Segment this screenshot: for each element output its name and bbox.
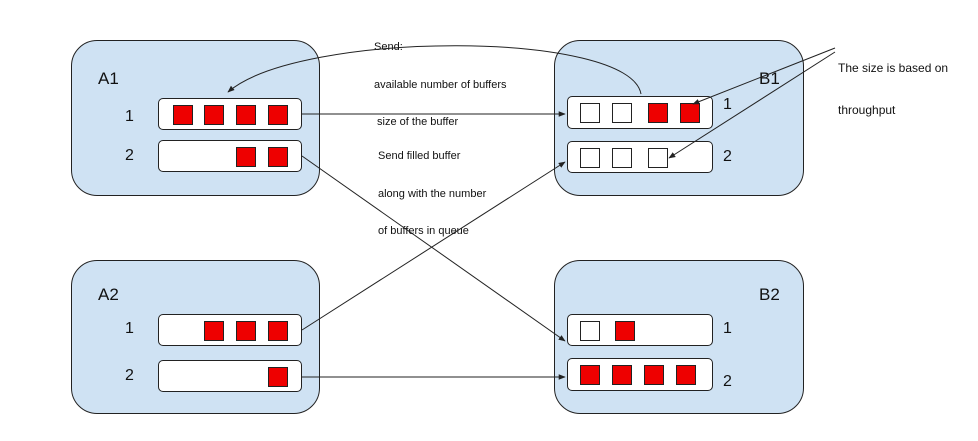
b2-queue-2 (567, 358, 713, 391)
filled-buffer (236, 105, 256, 125)
a2-queue-2-label: 2 (125, 367, 134, 384)
send-capacity-line-3: size of the buffer (374, 116, 459, 128)
b1-queue-1-label: 1 (723, 96, 732, 113)
b2-queue-1 (567, 314, 713, 346)
b2-queue-2-label: 2 (723, 373, 732, 390)
empty-buffer (648, 148, 668, 168)
filled-buffer (648, 103, 668, 123)
send-capacity-line-1: Send: (374, 41, 403, 53)
filled-buffer (676, 365, 696, 385)
a1-queue-1-label: 1 (125, 108, 134, 125)
send-capacity-line-2: available number of buffers (374, 78, 507, 91)
filled-buffer (268, 367, 288, 387)
empty-buffer (580, 148, 600, 168)
a1-queue-2-label: 2 (125, 147, 134, 164)
empty-buffer (612, 148, 632, 168)
size-note-line-1: The size is based on (838, 61, 949, 75)
filled-buffer (236, 147, 256, 167)
b1-queue-2-label: 2 (723, 148, 732, 165)
send-filled-line-2: along with the number (378, 187, 487, 200)
filled-buffer (612, 365, 632, 385)
filled-buffer (644, 365, 664, 385)
filled-buffer (268, 321, 288, 341)
node-a2-title: A2 (98, 285, 119, 304)
b1-queue-2 (567, 141, 713, 173)
send-filled-note: Send filled buffer along with the number… (378, 125, 486, 263)
filled-buffer (236, 321, 256, 341)
a2-queue-2 (158, 360, 302, 392)
node-a1-title: A1 (98, 69, 119, 88)
empty-buffer (612, 103, 632, 123)
a2-queue-1 (158, 314, 302, 346)
node-b2-title: B2 (759, 285, 780, 304)
empty-buffer (580, 321, 600, 341)
send-filled-line-1: Send filled buffer (378, 150, 461, 162)
filled-buffer (268, 105, 288, 125)
filled-buffer (615, 321, 635, 341)
size-note: The size is based on throughput (838, 33, 948, 145)
node-b1-title: B1 (759, 69, 780, 88)
filled-buffer (204, 105, 224, 125)
size-note-line-2: throughput (838, 103, 896, 117)
filled-buffer (204, 321, 224, 341)
filled-buffer (173, 105, 193, 125)
b2-queue-1-label: 1 (723, 320, 732, 337)
a1-queue-1 (158, 98, 302, 130)
filled-buffer (580, 365, 600, 385)
b1-queue-1 (567, 96, 713, 129)
filled-buffer (680, 103, 700, 123)
filled-buffer (268, 147, 288, 167)
send-filled-line-3: of buffers in queue (378, 225, 469, 237)
a1-queue-2 (158, 140, 302, 172)
empty-buffer (580, 103, 600, 123)
a2-queue-1-label: 1 (125, 320, 134, 337)
